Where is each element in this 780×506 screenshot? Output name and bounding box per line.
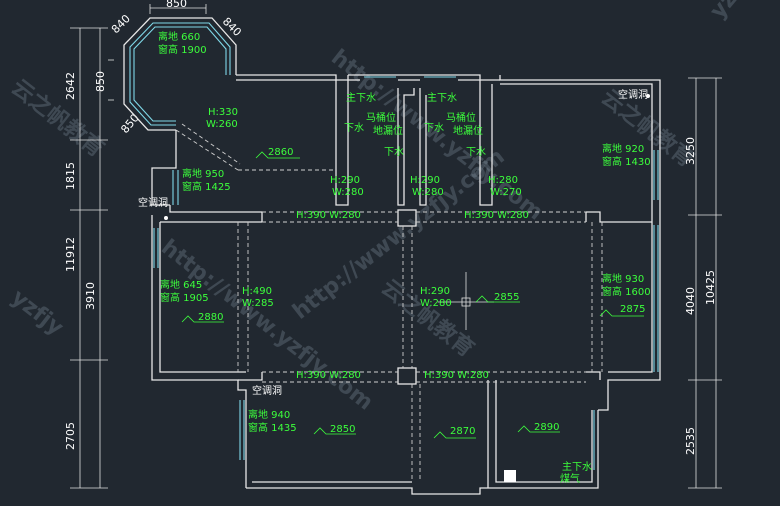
ac-hole-bottom-label: 空调洞 — [252, 384, 282, 397]
dim-top-840-right: 840 — [220, 15, 244, 39]
wc2-floor-drain: 地漏位 — [453, 124, 483, 137]
beam-bot-right: H:390 W:280 — [424, 370, 489, 381]
lidi645-label: 离地 645 — [160, 278, 202, 291]
kitchen-main-drain: 主下水 — [562, 461, 592, 473]
ceiling-2890: 2890 — [534, 422, 559, 433]
h490-label: H:490 — [242, 286, 272, 297]
h290-a: H:290 — [330, 175, 360, 186]
ceiling-2850: 2850 — [330, 424, 355, 435]
bay-chuanggao-label: 窗高 1900 — [158, 43, 207, 56]
bay-window — [123, 17, 237, 131]
exterior-walls — [151, 74, 661, 495]
wc2-drain-2: 下水 — [466, 146, 486, 158]
dim-left-850-lower: 850 — [118, 111, 141, 135]
left-dimension-lines — [70, 27, 114, 489]
cad-crosshair — [438, 272, 494, 330]
ceiling-2860: 2860 — [268, 147, 293, 158]
w280-a: W:280 — [332, 187, 364, 198]
dim-right-3250: 3250 — [684, 137, 697, 165]
h290-b: H:290 — [410, 175, 440, 186]
dim-left-2642: 2642 — [64, 72, 77, 100]
beam-bot-left: H:390 W:280 — [296, 370, 361, 381]
w260-label: W:260 — [206, 119, 238, 130]
ceiling-2870: 2870 — [450, 426, 475, 437]
dim-top-840-left: 840 — [109, 12, 133, 36]
annotations: 离地 660 窗高 1900 H:330 W:260 2860 离地 950 窗… — [138, 30, 651, 485]
ceiling-2855: 2855 — [494, 292, 519, 303]
top-dimension-lines — [149, 4, 207, 14]
lidi940-label: 离地 940 — [248, 408, 290, 421]
chuanggao1905-label: 窗高 1905 — [160, 291, 209, 304]
lidi950-label: 离地 950 — [182, 167, 224, 180]
bay-lidi-label: 离地 660 — [158, 30, 200, 43]
chuanggao1435-label: 窗高 1435 — [248, 421, 297, 434]
w280-b: W:280 — [412, 187, 444, 198]
dim-left-1815: 1815 — [64, 162, 77, 190]
dim-left-11912: 11912 — [64, 237, 77, 272]
wc1-main-drain: 主下水 — [346, 92, 376, 104]
chuanggao1425-label: 窗高 1425 — [182, 180, 231, 193]
w270: W:270 — [490, 187, 522, 198]
dim-right-2535: 2535 — [684, 427, 697, 455]
watermark-short-2: yzfjy — [6, 285, 68, 341]
h330-label: H:330 — [208, 107, 238, 118]
kitchen-gas: 煤气 — [560, 472, 580, 485]
watermark-layer: http://www.yzfjy.com http://www.yzfjy.co… — [6, 0, 762, 416]
right-dimension-lines — [688, 77, 722, 489]
lidi930-label: 离地 930 — [602, 272, 644, 285]
dim-right-10425: 10425 — [704, 270, 717, 305]
wc2-toilet: 马桶位 — [446, 111, 476, 124]
windows — [153, 76, 659, 470]
chuanggao1430-label: 窗高 1430 — [602, 155, 651, 168]
interior-walls — [160, 80, 652, 385]
ceiling-2880: 2880 — [198, 312, 223, 323]
ceiling-2875: 2875 — [620, 304, 645, 315]
dim-left-2705: 2705 — [64, 422, 77, 450]
w285-label: W:285 — [242, 298, 274, 309]
dim-top-850: 850 — [166, 0, 187, 10]
ac-hole-right-label: 空调洞 — [618, 88, 648, 101]
dim-left-850: 850 — [94, 71, 107, 92]
wc2-main-drain: 主下水 — [427, 92, 457, 104]
beam-top-right: H:390 W:280 — [464, 210, 529, 221]
w280-c: W:280 — [420, 298, 452, 309]
ac-hole-left-label: 空调洞 — [138, 196, 168, 209]
lidi920-label: 离地 920 — [602, 142, 644, 155]
wc2-drain: 下水 — [424, 122, 444, 134]
level-markers — [164, 94, 650, 482]
dim-left-3910: 3910 — [84, 282, 97, 310]
wc1-floor-drain: 地漏位 — [373, 124, 403, 137]
h290-c: H:290 — [420, 286, 450, 297]
dim-right-4040: 4040 — [684, 287, 697, 315]
wc1-toilet: 马桶位 — [366, 111, 396, 124]
beam-lines — [175, 123, 603, 482]
wc1-drain: 下水 — [344, 122, 364, 134]
beam-top-left: H:390 W:280 — [296, 210, 361, 221]
watermark-short-1: yzfjy — [705, 0, 762, 24]
wc1-drain-2: 下水 — [384, 146, 404, 158]
chuanggao1600-label: 窗高 1600 — [602, 285, 651, 298]
h280: H:280 — [488, 175, 518, 186]
